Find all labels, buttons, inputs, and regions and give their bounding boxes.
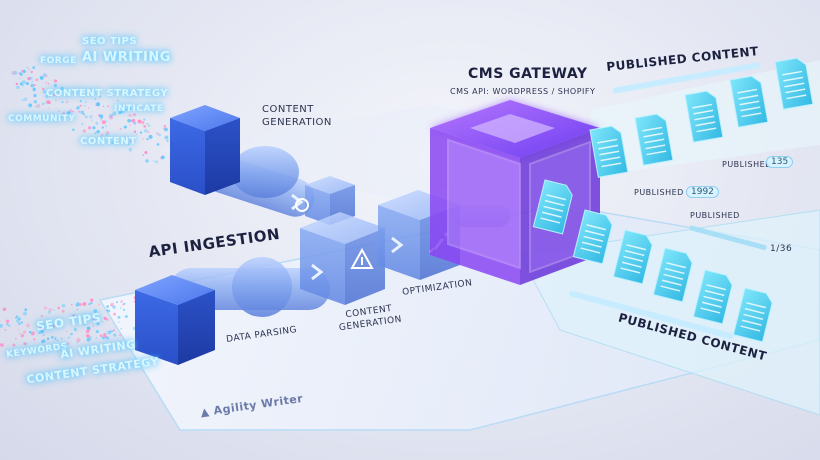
keyword-top-5: COMMUNITY	[8, 114, 76, 124]
label-published-3: PUBLISHED	[690, 211, 740, 220]
cylinder-top	[231, 146, 299, 198]
arrow-icon	[391, 236, 404, 254]
ai-chip-icon	[295, 198, 309, 212]
progress-bar-mid	[689, 225, 767, 250]
ai-chip-icon	[350, 247, 374, 269]
keyword-top-0: SEO TIPS	[82, 36, 138, 47]
progress-bar-bottom	[569, 290, 734, 340]
particle-stream-bottom	[0, 295, 152, 347]
document-icon	[774, 57, 814, 110]
count-badge-1: 1992	[686, 186, 719, 198]
document-icon	[532, 179, 573, 235]
document-icon	[729, 75, 769, 128]
document-icon	[634, 113, 674, 166]
page-count: 1/36	[770, 244, 793, 254]
keyword-top-6: CONTENT	[80, 136, 137, 147]
document-icon	[589, 125, 629, 178]
document-icon	[732, 287, 773, 343]
arrow-icon	[291, 193, 304, 211]
progress-bar-top	[612, 62, 761, 94]
label-content-generation-top: CONTENT GENERATION	[262, 104, 332, 128]
keyword-top-2: AI WRITING	[82, 50, 171, 65]
label-cms-api: CMS API: WORDPRESS / SHOPIFY	[450, 87, 596, 96]
arrow-icon	[311, 263, 324, 281]
document-icon	[652, 247, 693, 303]
label-cms-gateway: CMS GATEWAY	[468, 66, 588, 82]
cube-content-generation-top	[170, 105, 240, 195]
document-icon	[572, 209, 613, 265]
cube-small-connector	[305, 176, 355, 225]
cube-api-ingestion	[135, 275, 215, 365]
document-icon	[684, 90, 724, 143]
keyword-top-1: FORGE	[40, 56, 77, 66]
particle-stream-top	[11, 66, 178, 166]
document-icon	[612, 229, 653, 285]
brand-mark-icon: ▲	[199, 405, 211, 420]
cube-content-generation-mid	[300, 212, 385, 305]
label-published-2: PUBLISHED	[722, 160, 772, 169]
keyword-top-3: CONTENT STRATEGY	[46, 88, 169, 99]
count-badge-2: 135	[766, 156, 794, 168]
cylinder-bottom	[232, 257, 292, 317]
document-icon	[692, 269, 733, 325]
keyword-top-4: INTICATE	[114, 104, 164, 114]
published-documents	[532, 57, 814, 343]
label-published-1: PUBLISHED	[634, 188, 684, 197]
